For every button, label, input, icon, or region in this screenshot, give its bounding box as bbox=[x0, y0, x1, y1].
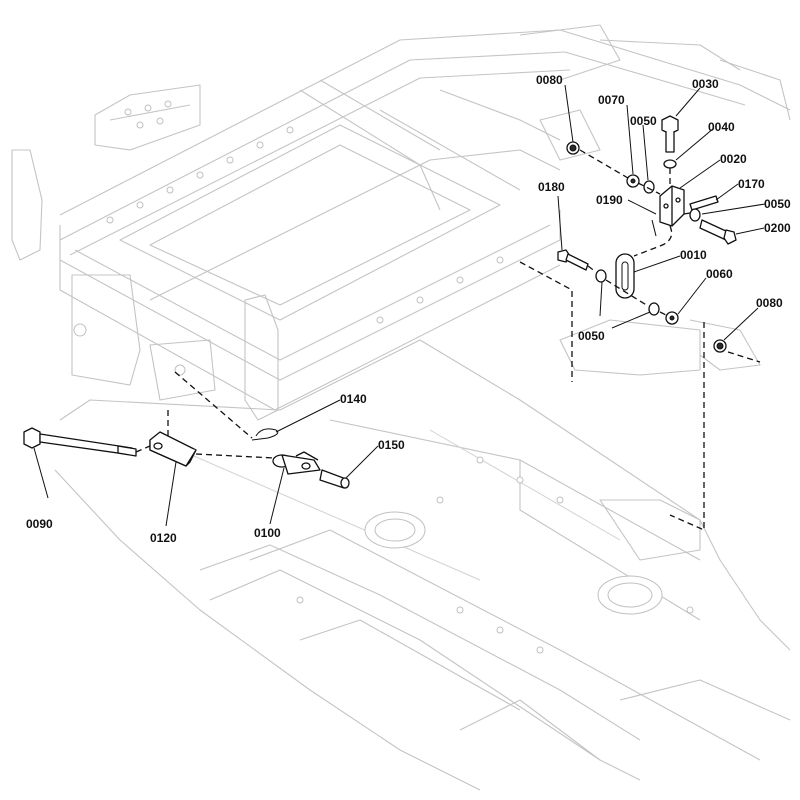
label-0090: 0090 bbox=[26, 517, 53, 531]
bolt-0200 bbox=[699, 219, 737, 245]
shoulder-bolt-0180 bbox=[557, 249, 589, 271]
bolt-0030 bbox=[661, 115, 679, 153]
nut-0080-bottom bbox=[713, 339, 727, 353]
label-0050-right: 0050 bbox=[764, 197, 791, 211]
leader-lines bbox=[33, 84, 766, 527]
assembly-line-right-a bbox=[579, 149, 629, 179]
label-0040: 0040 bbox=[708, 120, 735, 134]
assembly-line-left-d bbox=[174, 371, 253, 439]
label-0080-top: 0080 bbox=[536, 73, 563, 87]
pin-0150 bbox=[319, 469, 350, 489]
assembly-line-left-b bbox=[195, 453, 275, 459]
assembly-line-right-d bbox=[633, 225, 673, 257]
label-0140: 0140 bbox=[340, 392, 367, 406]
label-0080-bottom: 0080 bbox=[756, 296, 783, 310]
tractor-frame-background bbox=[11, 24, 791, 791]
hairpin-clip-0140 bbox=[251, 428, 279, 441]
nut-0070 bbox=[626, 174, 640, 188]
chain-link-0010 bbox=[615, 253, 635, 299]
bracket-0020 bbox=[659, 185, 685, 227]
nut-0060 bbox=[665, 311, 679, 325]
assembly-line-right-i bbox=[727, 351, 761, 363]
assembly-line-right-b bbox=[637, 182, 661, 195]
pin-0170 bbox=[689, 195, 719, 211]
label-0030: 0030 bbox=[692, 77, 719, 91]
assembly-line-right-k bbox=[669, 322, 705, 531]
assembly-line-left-a bbox=[135, 445, 151, 453]
label-0020: 0020 bbox=[720, 152, 747, 166]
assembly-line-right-e bbox=[587, 265, 597, 273]
clevis-0100 bbox=[272, 451, 321, 475]
label-0060: 0060 bbox=[706, 267, 733, 281]
assembly-line-right-j bbox=[519, 261, 573, 382]
label-0170: 0170 bbox=[738, 177, 765, 191]
washer-0060-area bbox=[648, 302, 660, 316]
label-0010: 0010 bbox=[680, 248, 707, 262]
hitch-pin-0090 bbox=[23, 427, 137, 457]
assembly-line-right-h bbox=[683, 212, 691, 215]
label-0180: 0180 bbox=[538, 180, 565, 194]
nut-0080-top bbox=[566, 141, 580, 155]
assembly-line-right-g bbox=[659, 311, 667, 316]
cotter-pin-0190 bbox=[651, 219, 657, 237]
nut-0040 bbox=[663, 159, 677, 169]
washer-0050-right bbox=[689, 208, 701, 222]
label-0190: 0190 bbox=[596, 193, 623, 207]
washer-0050-top bbox=[643, 180, 655, 194]
label-0120: 0120 bbox=[150, 531, 177, 545]
label-0150: 0150 bbox=[378, 438, 405, 452]
label-0070: 0070 bbox=[598, 93, 625, 107]
label-0050-top: 0050 bbox=[630, 114, 657, 128]
washer-0050-bottom bbox=[595, 269, 607, 283]
label-0200: 0200 bbox=[764, 221, 791, 235]
assembly-line-right-f bbox=[605, 279, 649, 307]
spacer-block-0120 bbox=[149, 431, 197, 467]
label-0050-bottom: 0050 bbox=[578, 329, 605, 343]
label-0100: 0100 bbox=[254, 526, 281, 540]
